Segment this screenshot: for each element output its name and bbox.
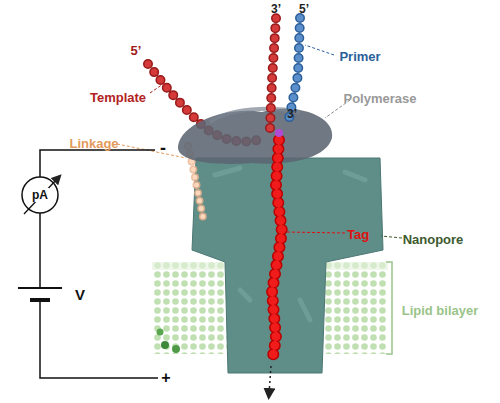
label: Linkage: [69, 137, 118, 150]
label: Primer: [339, 50, 380, 63]
label: 3’: [271, 3, 281, 15]
junction-dot: [275, 129, 283, 137]
battery-plate: [18, 287, 62, 289]
tag-chain: [272, 140, 282, 362]
label: Nanopore: [403, 233, 464, 246]
label: pA: [31, 188, 49, 202]
direction-arrow: [269, 366, 271, 394]
ammeter-arrow: [24, 178, 58, 214]
ammeter-symbol: [22, 177, 58, 213]
label: 5’: [299, 3, 309, 15]
label: Template: [90, 91, 146, 104]
nanopore-texture: [215, 168, 365, 320]
label: 3’: [287, 108, 297, 120]
label: 5’: [131, 44, 142, 57]
nanopore-shape: [192, 158, 383, 373]
label: Tag: [347, 228, 369, 241]
bracket: [386, 262, 392, 354]
label: V: [75, 287, 85, 302]
battery-plate: [30, 298, 50, 302]
label: +: [161, 370, 170, 386]
circuit-wire: [40, 150, 158, 378]
template-chain-upper: [270, 18, 276, 128]
polymerase-shape: [178, 109, 332, 164]
label: Polymerase: [344, 92, 417, 105]
leader-lines: [117, 45, 402, 238]
label: -: [160, 139, 166, 157]
label: Lipid bilayer: [402, 304, 479, 317]
